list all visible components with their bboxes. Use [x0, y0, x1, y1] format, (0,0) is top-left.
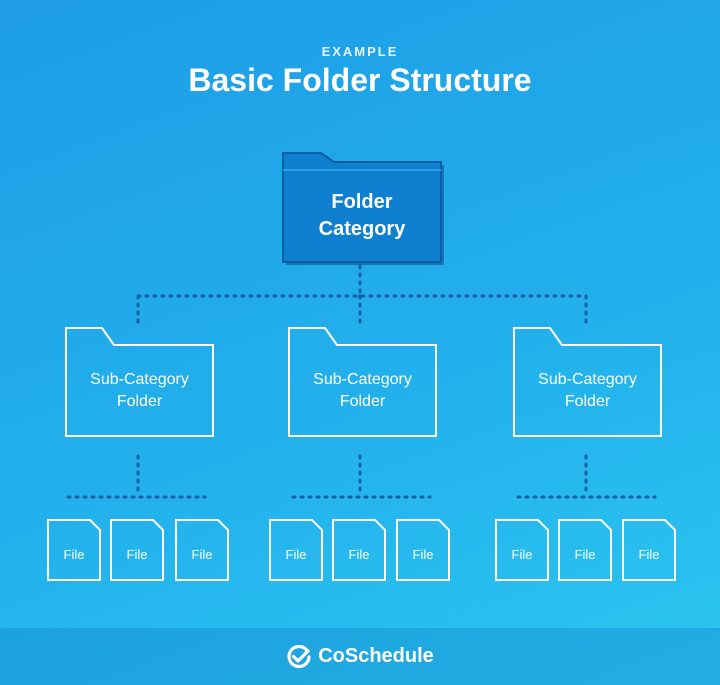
subfolder-label-line2: Folder	[339, 392, 386, 410]
brand-name: CoSchedule	[318, 645, 434, 667]
file-icon	[396, 519, 450, 581]
file-icon	[558, 519, 612, 581]
brand-logo[interactable]: CoSchedule	[286, 644, 434, 670]
file-icons	[47, 519, 676, 581]
subfolder-label-line2: Folder	[116, 392, 163, 410]
root-folder	[282, 152, 444, 265]
file-icon	[175, 519, 229, 581]
page-title: Basic Folder Structure	[188, 62, 532, 98]
subfolder-label-line1: Sub-Category	[313, 370, 412, 388]
file-icon	[622, 519, 676, 581]
subfolder-label-line1: Sub-Category	[538, 370, 637, 388]
file-label: File	[348, 547, 370, 563]
file-icon	[332, 519, 386, 581]
subfolder-3-icon	[513, 327, 662, 437]
file-icon	[495, 519, 549, 581]
root-label-line2: Category	[318, 218, 406, 240]
file-label: File	[574, 547, 596, 563]
subfolder-outlines	[65, 327, 662, 437]
root-label-line1: Folder	[331, 191, 393, 213]
connector-lines	[66, 264, 657, 499]
file-label: File	[412, 547, 434, 563]
footer-bar: CoSchedule	[0, 628, 720, 685]
file-label: File	[638, 547, 660, 563]
subfolder-label-line2: Folder	[564, 392, 611, 410]
subfolder-2-icon	[288, 327, 437, 437]
file-icon	[47, 519, 101, 581]
file-label: File	[285, 547, 307, 563]
file-label: File	[511, 547, 533, 563]
file-label: File	[191, 547, 213, 563]
file-icon	[269, 519, 323, 581]
eyebrow-label: EXAMPLE	[321, 44, 399, 59]
subfolder-label-line1: Sub-Category	[90, 370, 189, 388]
subfolder-1-icon	[65, 327, 214, 437]
file-label: File	[126, 547, 148, 563]
check-circle-icon	[287, 644, 311, 668]
file-icon	[110, 519, 164, 581]
file-label: File	[63, 547, 85, 563]
